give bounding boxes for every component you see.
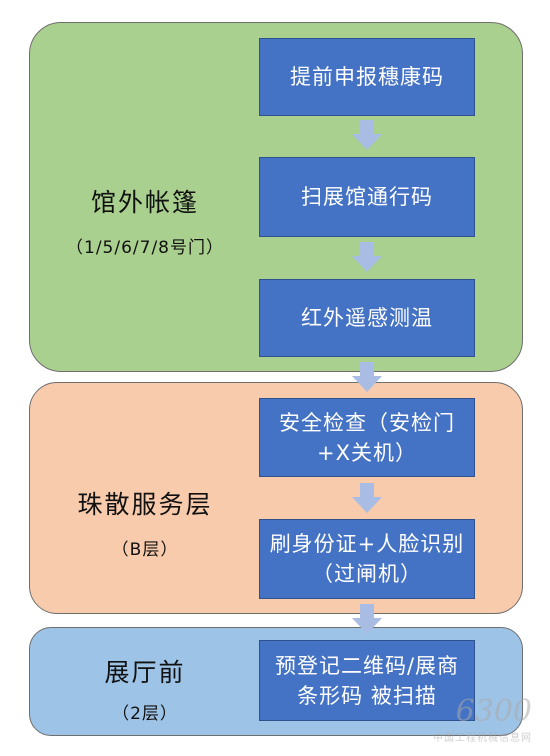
zone-title-hall-front: 展厅前 [104, 658, 186, 687]
step-security-check: 安全检查（安检门+X关机） [259, 398, 475, 477]
zone-subtitle-hall-front: （2层） [112, 704, 178, 724]
watermark-text: 中国工程机械信息网 [433, 733, 532, 744]
arrow-down-icon [352, 120, 382, 150]
arrow-down-icon [352, 604, 382, 634]
arrow-down-icon [352, 483, 382, 513]
step-qr-barcode-scan: 预登记二维码/展商条形码 被扫描 [259, 640, 475, 721]
step-scan-pass-code: 扫展馆通行码 [259, 157, 475, 237]
step-infrared-temperature: 红外遥感测温 [259, 279, 475, 357]
watermark: 6300 中国工程机械信息网 [433, 694, 532, 744]
arrow-down-icon [352, 242, 382, 272]
watermark-logo: 6300 [455, 694, 532, 729]
step-declare-health-code: 提前申报穗康码 [259, 38, 475, 116]
zone-title-service-level: 珠散服务层 [77, 490, 213, 519]
zone-subtitle-service-level: （B层） [111, 540, 179, 560]
zone-subtitle-outdoor-tent: （1/5/6/7/8号门） [66, 238, 224, 258]
zone-title-outdoor-tent: 馆外帐篷 [90, 188, 199, 217]
step-id-face-verification: 刷身份证+人脸识别（过闸机） [259, 519, 475, 599]
arrow-down-icon [352, 362, 382, 392]
